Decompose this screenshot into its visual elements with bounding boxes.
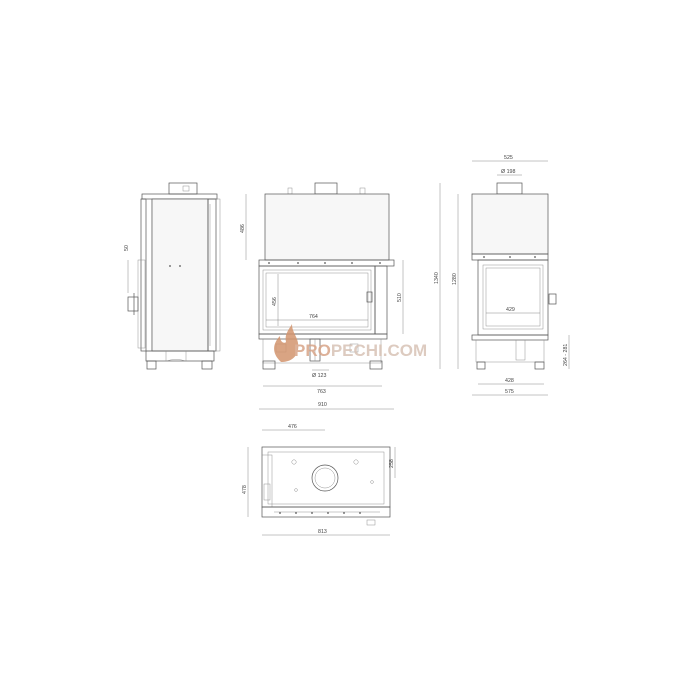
dim-right-glass-width: 429 [506, 307, 515, 313]
dim-right-leg-range: 264 - 281 [563, 344, 569, 366]
dim-front-side-height: 510 [397, 293, 403, 302]
dim-plan-total-width: 813 [318, 529, 327, 535]
dim-side-offset: 50 [124, 245, 130, 251]
dim-front-outlet-dia: Ø 123 [312, 373, 326, 379]
dim-right-inner-height: 1280 [452, 273, 458, 285]
dim-right-total-width: 575 [505, 389, 514, 395]
dim-front-glass-width: 764 [309, 314, 318, 320]
dim-front-base-width: 763 [317, 389, 326, 395]
watermark-logo: PROPECHI.COM [274, 324, 427, 362]
dim-front-glass-height: 456 [272, 297, 278, 306]
dim-right-outlet-dia: Ø 198 [501, 169, 515, 175]
flame-icon [274, 324, 299, 362]
watermark-rest-text: PECHI.COM [331, 341, 427, 360]
dim-right-base-width: 428 [505, 378, 514, 384]
svg-text:PROPECHI.COM: PROPECHI.COM [294, 341, 427, 360]
front-view: 486 456 764 510 Ø 123 763 910 [240, 182, 404, 410]
dim-plan-total-depth: 478 [242, 485, 248, 494]
dim-front-top-height: 486 [240, 224, 246, 233]
side-view: 50 [124, 182, 221, 370]
right-view: 525 Ø 198 1340 1280 429 264 - 281 428 57… [434, 155, 570, 396]
dim-right-top-width: 525 [504, 155, 513, 161]
dim-plan-side-depth: 258 [389, 459, 395, 468]
dim-front-total-width: 910 [318, 402, 327, 408]
dim-plan-depth-offset: 476 [288, 424, 297, 430]
dim-right-total-height: 1340 [434, 272, 440, 284]
watermark-pro-text: PRO [294, 341, 331, 360]
plan-view: 476 258 478 813 [242, 424, 396, 536]
